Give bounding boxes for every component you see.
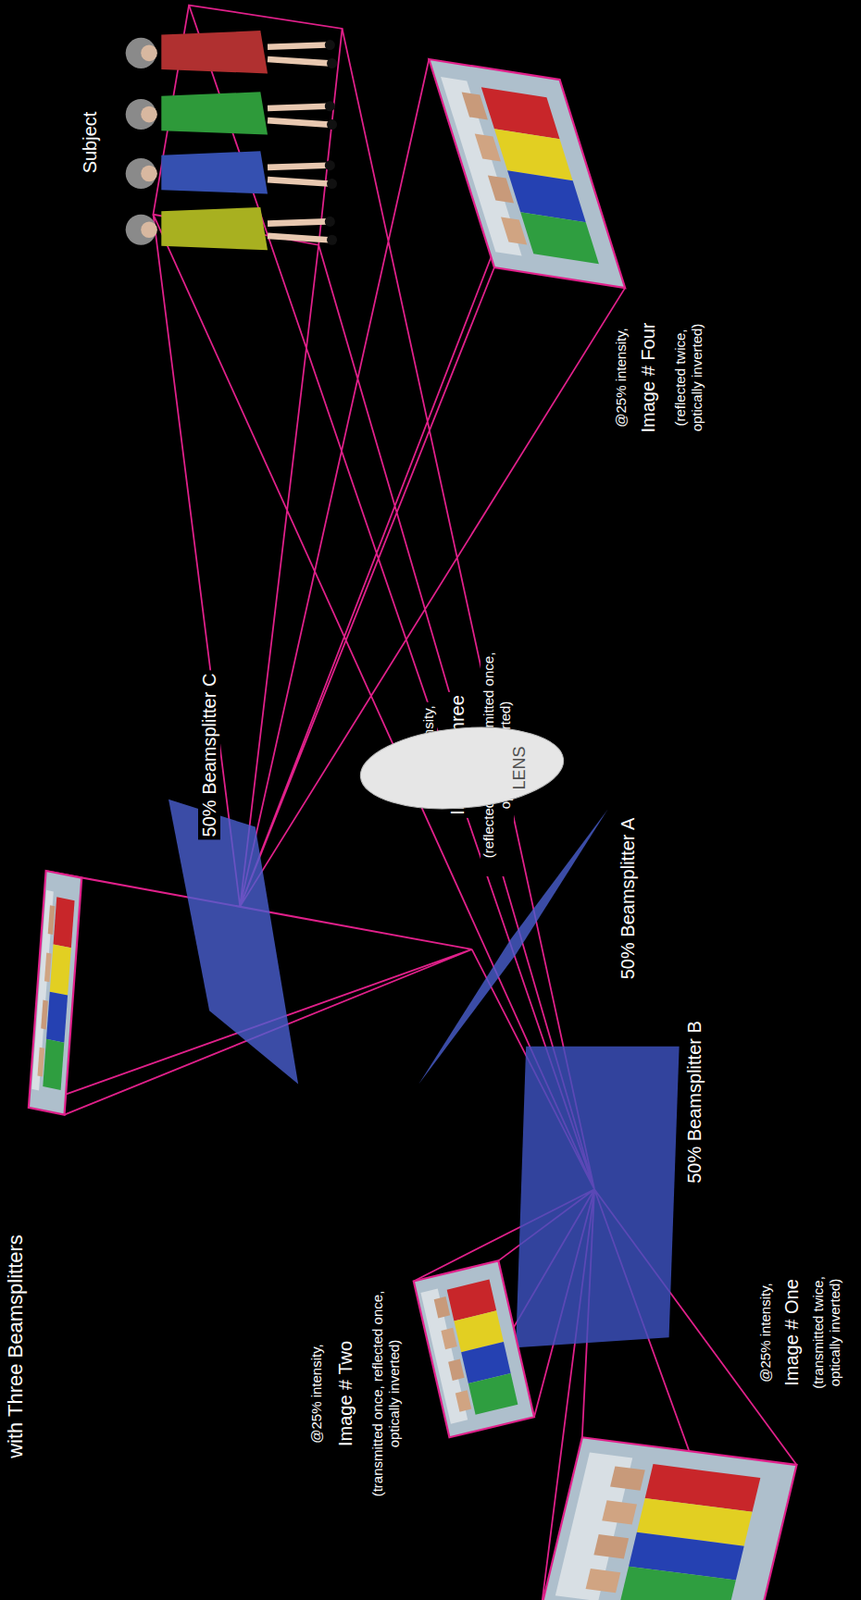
lens-label: LENS: [510, 746, 531, 790]
beamsplitter-b: [515, 1047, 680, 1348]
image-note: (reflected twice, optically inverted): [672, 307, 706, 449]
image-four: [428, 59, 625, 288]
part-label: Subject: [78, 109, 101, 177]
image-two: [413, 1260, 535, 1438]
part-label: 50% Beamsplitter B: [683, 1018, 706, 1187]
beamsplitter-c: [168, 799, 299, 1086]
image-three: [28, 871, 82, 1116]
lens-ellipse: LENS: [355, 723, 569, 813]
image-note: (transmitted once, reflected once, optic…: [369, 1272, 403, 1516]
image-label: Image # Two: [334, 1338, 357, 1450]
lens-outline: [357, 723, 568, 813]
intensity-note: @25% intensity,: [757, 1280, 774, 1386]
image-one: [541, 1437, 798, 1600]
light-rays: [28, 5, 798, 1600]
intensity-note: @25% intensity,: [612, 324, 630, 431]
image-label: Image # Four: [636, 320, 660, 437]
intensity-note: @25% intensity,: [308, 1341, 325, 1448]
subject-figures: [125, 30, 337, 250]
image-label: Image # One: [780, 1276, 803, 1390]
image-note: (transmitted twice, optically inverted): [810, 1262, 844, 1404]
lens-shape: [355, 723, 569, 813]
part-label: 50% Beamsplitter C: [198, 671, 221, 841]
part-label: 50% Beamsplitter A: [616, 815, 639, 984]
diagram-title: with Three Beamsplitters: [3, 1232, 28, 1462]
